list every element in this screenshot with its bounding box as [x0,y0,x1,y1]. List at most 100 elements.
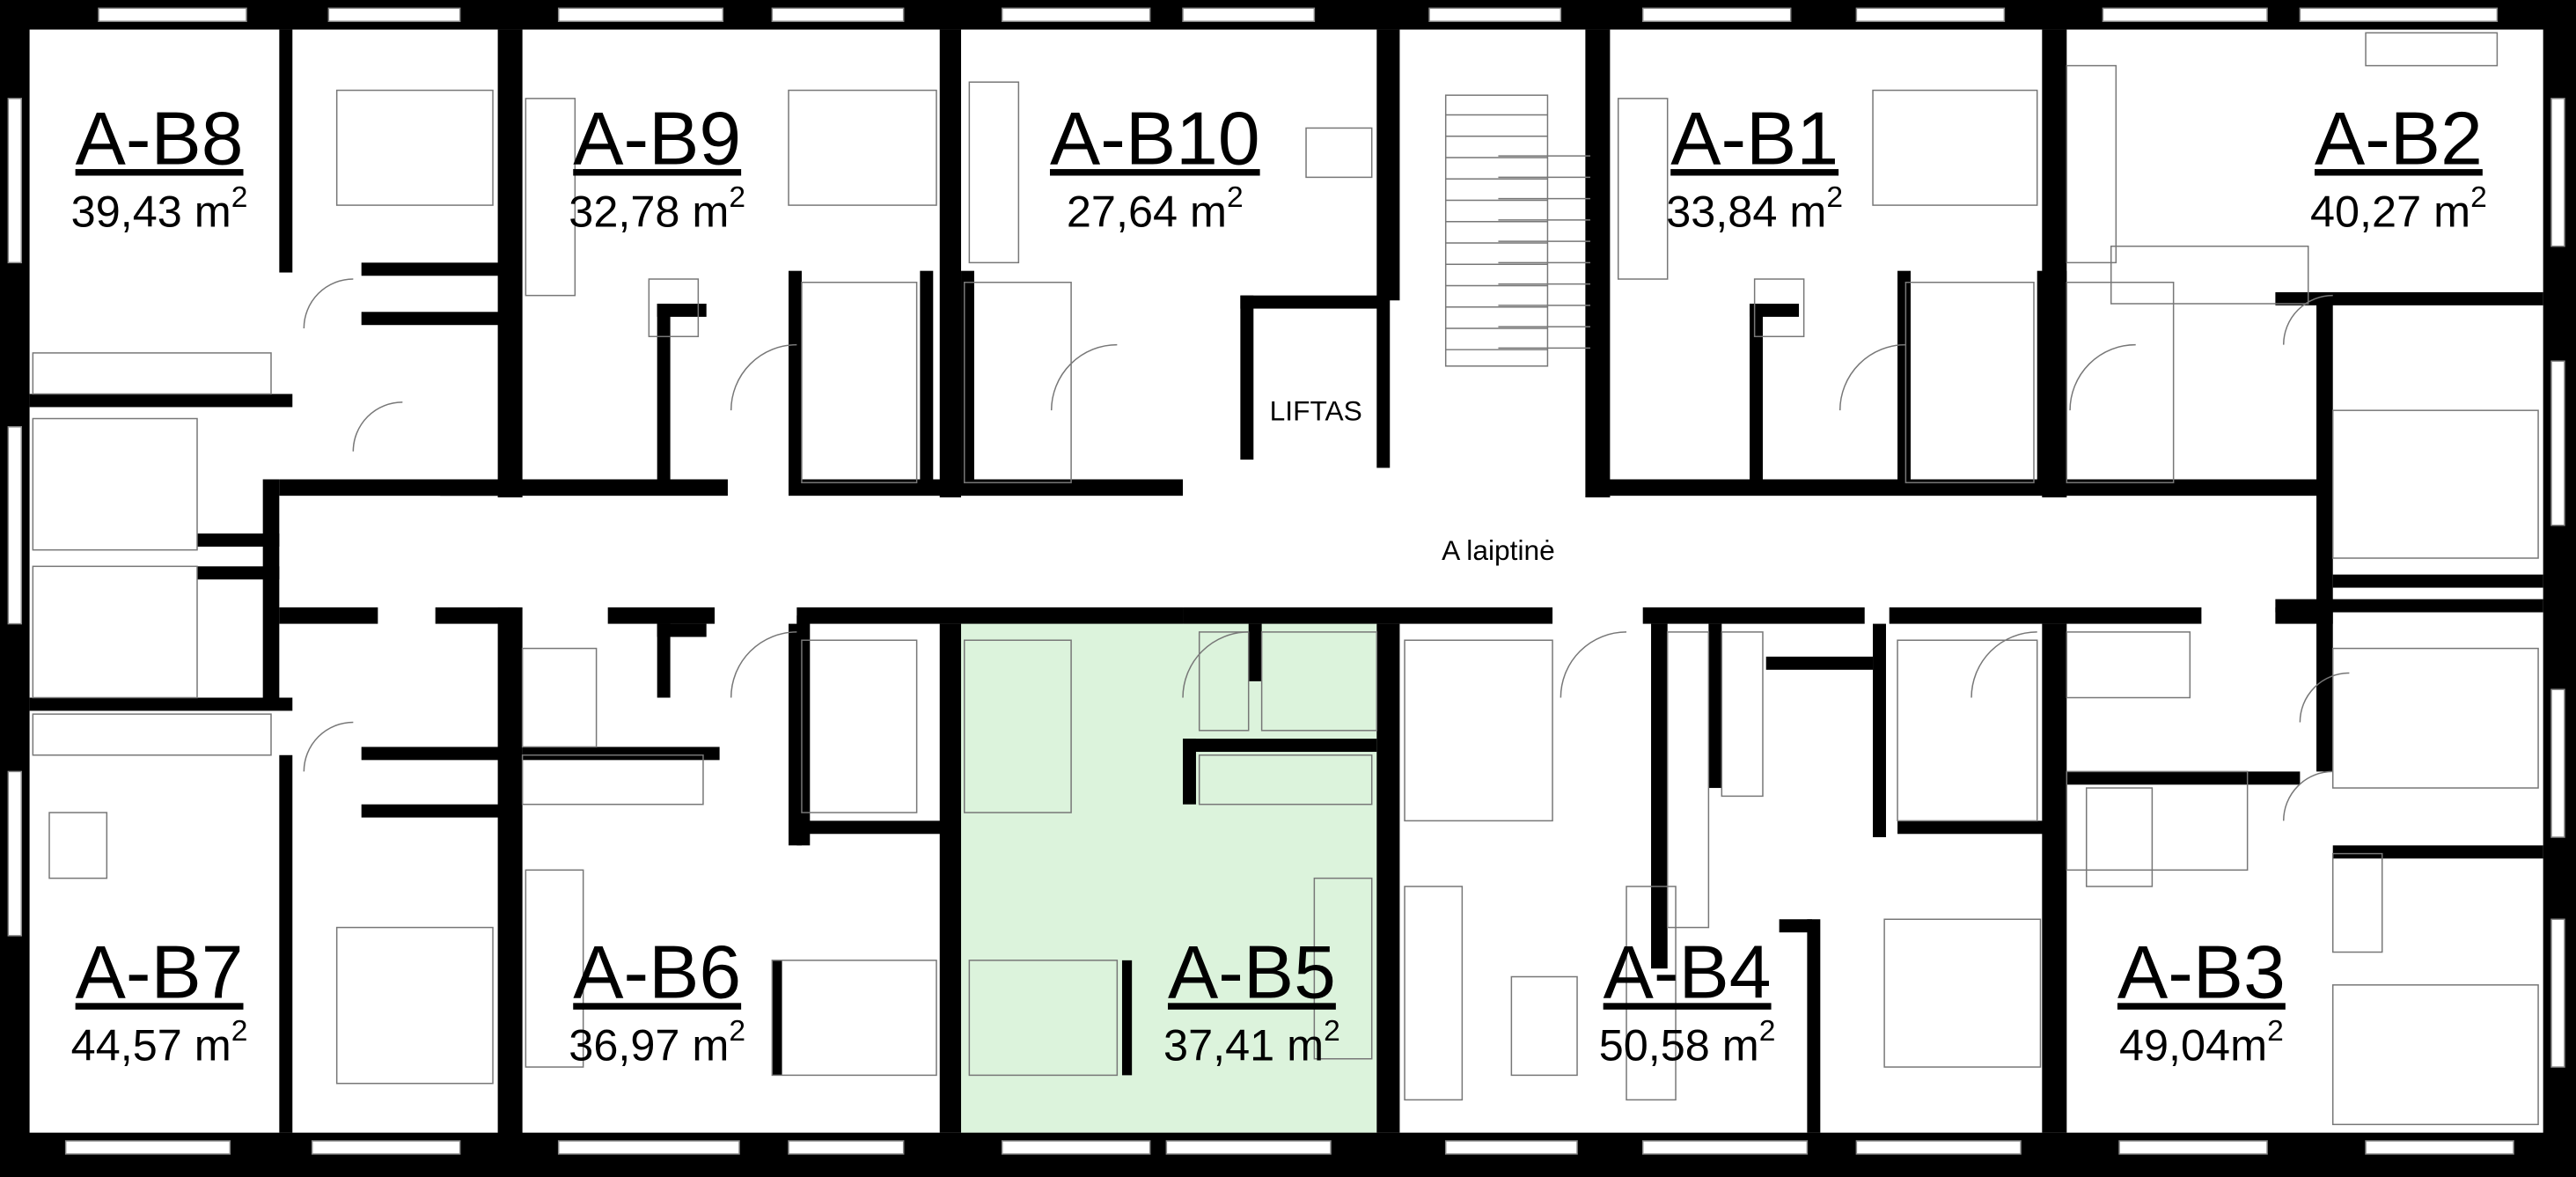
wall [796,615,811,846]
furniture-item [1198,754,1373,806]
furniture-item [968,960,1119,1077]
furniture-item [32,417,198,551]
door-swing [2069,343,2136,411]
window [2299,7,2499,22]
window [1182,7,1316,22]
staircase [1444,94,1590,367]
wall [772,960,782,1076]
wall [1376,295,1391,468]
window [2550,360,2565,526]
furniture-item [968,81,1020,264]
window [1001,1140,1151,1155]
furniture-item [2331,852,2383,953]
unit-id-underline [1670,169,1839,176]
wall [939,29,962,498]
furniture-item [1721,631,1764,798]
wall [1779,919,1812,933]
furniture-item [1404,886,1464,1101]
furniture-item [2066,281,2175,483]
wall [29,394,293,408]
furniture-item [964,281,1072,483]
furniture-item [32,713,272,756]
wall [1873,623,1886,838]
area-value: 27,64 m [1067,186,1227,236]
area-unit-superscript: 2 [729,1015,745,1048]
area-unit-superscript: 2 [1324,1015,1340,1048]
unit-id-underline [2117,1003,2286,1010]
furniture-item [648,278,700,338]
furniture-item [1904,281,2035,483]
furniture-item [525,869,584,1068]
unit-area: 36,97 m2 [569,1015,745,1070]
window [1428,7,1562,22]
wall [1651,623,1668,969]
furniture-item [521,647,598,748]
area-unit-superscript: 2 [2267,1015,2284,1048]
unit-id: A-B8 [76,97,244,181]
wall [361,804,502,818]
wall [197,566,280,580]
furniture-item [2331,984,2539,1126]
wall [279,607,378,624]
window [2365,1140,2514,1155]
wall [1642,607,1865,624]
furniture-item [1897,639,2038,822]
elevator-label: LIFTAS [1270,394,1362,426]
wall [961,479,1184,497]
unit-id: A-B4 [1604,931,1772,1015]
area-unit-superscript: 2 [2470,181,2487,214]
furniture-item [801,281,918,483]
window [2550,98,2565,247]
furniture-item [1404,639,1553,822]
wall [1585,29,1611,498]
furniture-item [525,98,576,297]
wall [1183,607,1553,624]
furniture-item [335,89,494,206]
window [311,1140,461,1155]
wall [279,754,293,1133]
area-value: 39,43 m [71,186,231,236]
furniture-item [32,352,272,395]
window [64,1140,231,1155]
window [1641,1140,1809,1155]
window [771,7,905,22]
furniture-item [788,89,937,206]
window [1001,7,1151,22]
furniture-item [964,639,1072,813]
furniture-item [1260,631,1378,732]
window [7,770,23,937]
wall [657,623,671,698]
wall [1889,607,2202,624]
wall [1897,270,1911,493]
unit-id-underline [1049,169,1260,176]
wall [2275,291,2543,305]
window [1444,1140,1578,1155]
wall [2053,771,2301,785]
window [1641,7,1792,22]
window [2102,7,2268,22]
wall [2053,270,2067,493]
window [7,426,23,625]
furniture-item [2331,409,2539,559]
wall [279,29,293,273]
unit-id-underline [1603,1003,1772,1010]
wall [1897,820,2054,835]
unit-area: 37,41 m2 [1163,1015,1340,1070]
wall [497,29,523,498]
door-swing [2282,294,2333,345]
window [2550,688,2565,838]
window [327,7,461,22]
wall [1240,295,1381,309]
door-swing [730,631,797,698]
wall [361,747,502,761]
door-swing [1560,631,1627,698]
furniture-item [2331,647,2539,789]
wall [1589,479,2330,497]
stair-steps [1445,114,1590,350]
furniture-item [801,639,918,813]
unit-highlight-a-b5[interactable] [961,623,1377,1133]
furniture-item [1305,127,1373,179]
